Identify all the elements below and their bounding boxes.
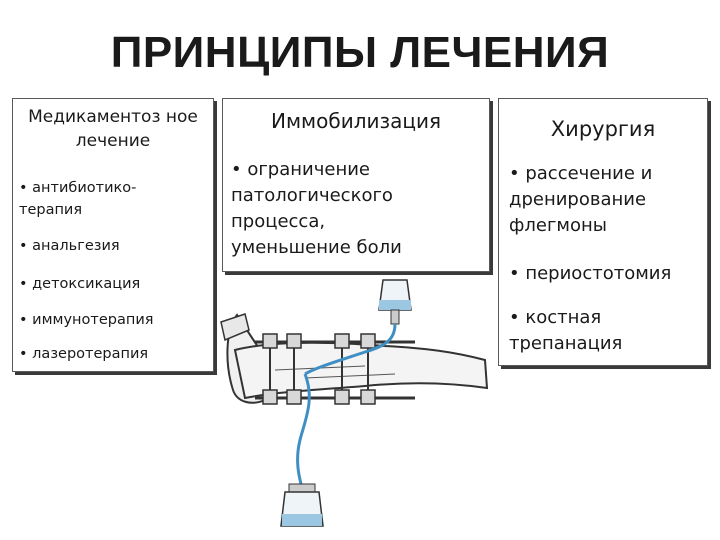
immobilization-box: Иммобилизация • ограничение патологическ… — [222, 98, 490, 272]
list-item: • костная — [509, 307, 602, 328]
leg-fixator-drainage-icon — [220, 279, 489, 527]
surgery-heading: Хирургия — [550, 117, 656, 141]
slide-title: ПРИНЦИПЫ ЛЕЧЕНИЯ — [110, 28, 610, 77]
list-item: • иммунотерапия — [19, 312, 154, 328]
list-item: • периостотомия — [509, 263, 672, 284]
list-item: • лазеротерапия — [19, 346, 149, 362]
list-item: • антибиотико- — [19, 180, 137, 196]
medication-treatment-box: Медикаментоз ное лечение • антибиотико- … — [12, 98, 214, 372]
list-item: патологического — [231, 185, 393, 206]
list-item: дренирование — [509, 189, 647, 210]
immobilization-text: • ограничение патологического процесса, … — [231, 157, 402, 261]
list-item: процесса, — [231, 211, 326, 232]
list-item: флегмоны — [509, 215, 607, 236]
surgery-box: Хирургия • рассечение и дренирование фле… — [498, 98, 708, 366]
list-item: • рассечение и — [509, 163, 653, 184]
list-item: • ограничение — [231, 159, 370, 180]
immobilization-heading: Иммобилизация — [270, 109, 442, 133]
list-item: • анальгезия — [19, 238, 120, 254]
medication-treatment-heading: Медикаментоз ное лечение — [28, 107, 198, 151]
list-item: трепанация — [509, 333, 623, 354]
list-item: • детоксикация — [19, 276, 141, 292]
list-item: уменьшение боли — [231, 237, 402, 258]
list-item: терапия — [19, 202, 83, 218]
